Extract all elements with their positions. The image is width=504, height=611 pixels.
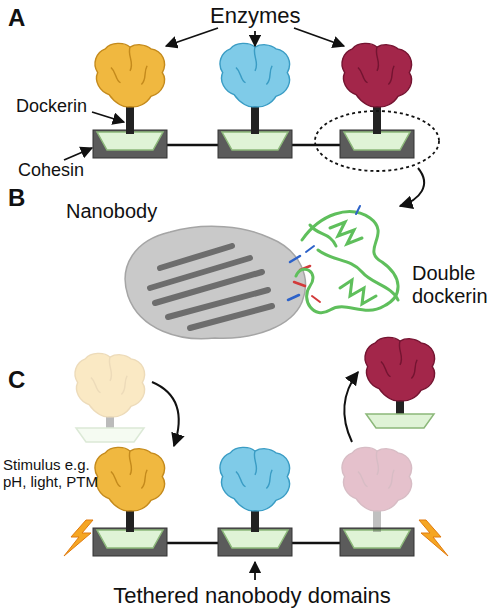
panel-letter: C [8,366,25,394]
cohesin-box [93,528,414,556]
caption-label: Tethered nanobody domains [30,583,474,608]
panel-letter: A [8,4,25,32]
curved-arrow [400,168,424,206]
dotted-ellipse [315,111,439,171]
curved-arrow [152,382,179,446]
cohesin-box [93,130,414,158]
released-enzyme [365,337,435,428]
callout-label: Enzymes [210,3,300,28]
nanobody-structure [125,226,310,338]
panel-letter: B [8,184,25,212]
enzyme [95,43,412,106]
released-enzyme-faded [75,353,145,442]
enzyme [95,447,290,510]
pointer-arrow [254,562,256,580]
callout-label: Cohesin [18,160,84,181]
lightning-bolt [64,520,448,556]
callout-label: Nanobody [66,200,157,223]
curved-arrow [344,372,358,442]
stimulus-note: Stimulus e.g. pH, light, PTM [3,456,99,491]
callout-label: Dockerin [16,96,87,117]
dockerin-stem [126,506,259,532]
double-dockerin-ribbon [296,206,398,313]
pointer-arrow [64,28,344,160]
callout-label: Double dockerin [412,262,500,308]
leaving-enzyme-faded [342,447,412,532]
